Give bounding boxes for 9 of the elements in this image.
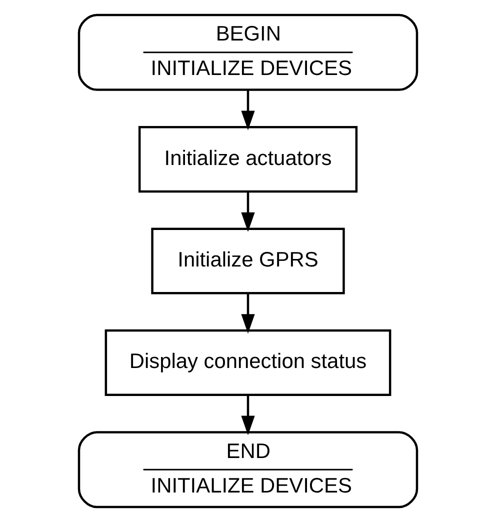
node-box: BEGIN INITIALIZE DEVICES: [77, 13, 418, 90]
node-box: END INITIALIZE DEVICES: [77, 430, 418, 508]
arrow: [240, 90, 254, 130]
arrow: [240, 292, 254, 334]
node-box: Initialize actuators: [138, 126, 358, 192]
node-box: Initialize GPRS: [150, 227, 344, 294]
node-box: Display connection status: [104, 328, 391, 396]
arrow: [240, 190, 254, 232]
arrow: [240, 394, 254, 435]
